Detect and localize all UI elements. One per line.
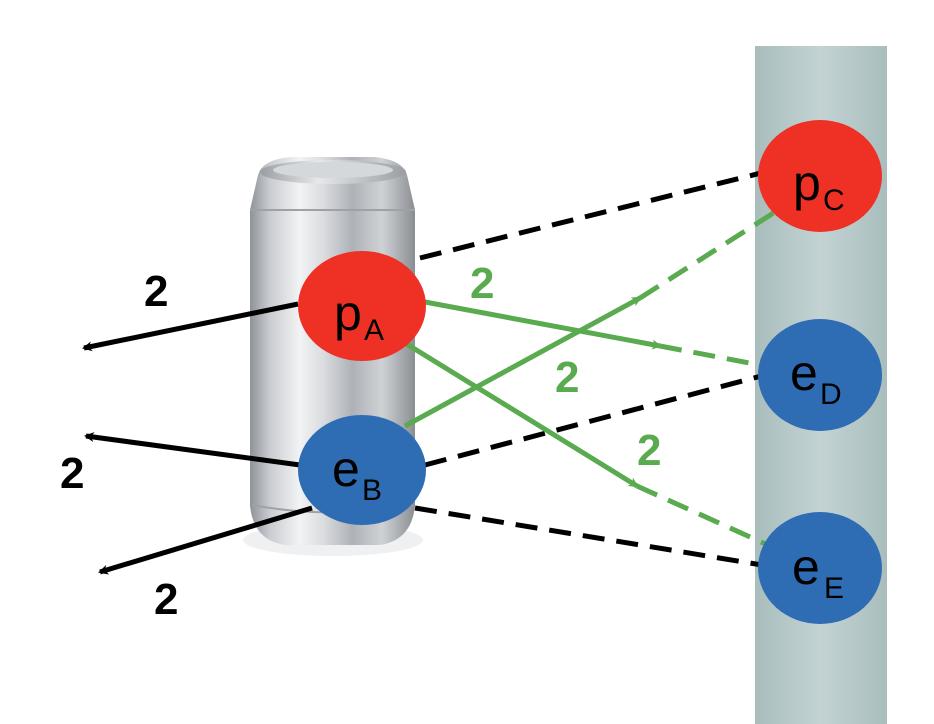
green-dashed-to-eD [659,343,761,368]
dashed-eB-eE [414,505,763,568]
force-label-black-top: 2 [144,267,168,316]
particle-eB: e B [298,415,426,525]
particle-eD: e D [758,319,882,431]
force-label-green-3: 2 [637,426,661,475]
force-arrow-eB-downleft [98,505,313,575]
dashed-pA-pC [419,169,766,261]
green-dashed-to-pC [638,209,777,301]
force-arrow-eB-upleft [84,432,301,468]
particle-eB-sub: B [362,474,382,507]
particle-pC-main: p [793,155,821,211]
green-arrow-pA-eE [403,340,639,489]
force-arrow-pA-left [82,301,299,352]
dashed-eB-eD [424,372,766,468]
particle-pC: p C [758,120,882,232]
particle-pC-sub: C [823,184,845,217]
force-label-green-2: 2 [555,353,579,402]
particle-eD-sub: D [820,378,842,411]
particle-eE-sub: E [824,572,844,605]
green-arrow-eB-pC [403,295,642,429]
particle-eD-main: e [790,345,818,401]
green-dashed-to-eE [635,483,772,549]
particle-pA: p A [298,251,426,361]
force-label-black-bottom: 2 [154,575,178,624]
particle-eE: e E [758,512,882,624]
force-label-black-mid: 2 [60,449,84,498]
green-arrow-pA-eD [424,299,662,350]
force-label-green-1: 2 [470,259,494,308]
particle-pA-sub: A [364,314,384,347]
particle-eE-main: e [792,539,820,595]
particle-pA-main: p [334,285,362,341]
particle-eB-main: e [332,441,360,497]
